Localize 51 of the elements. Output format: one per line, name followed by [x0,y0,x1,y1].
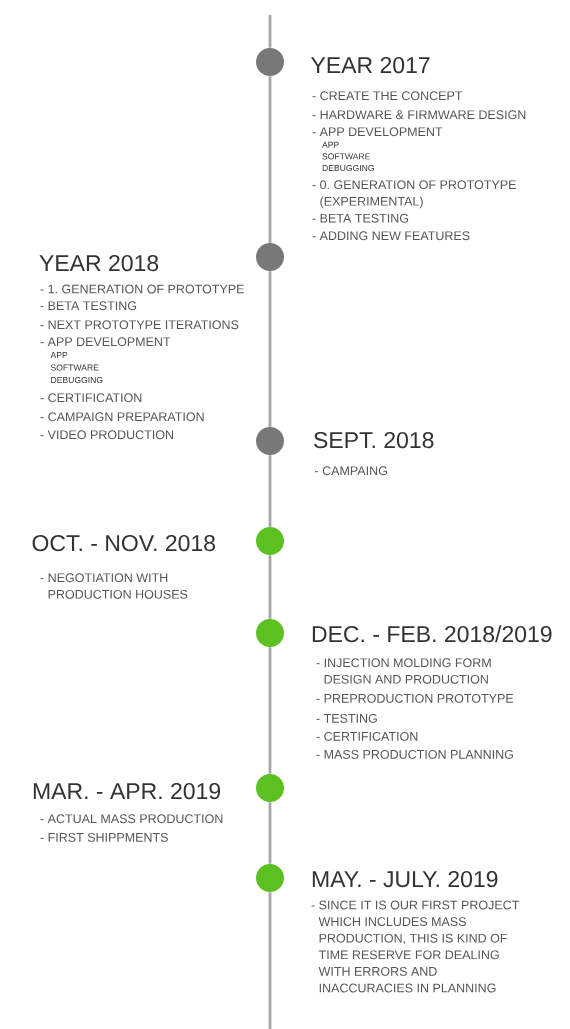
task-text: - TESTING [316,714,377,723]
task-text: - ADDING NEW FEATURES [312,231,470,241]
timeline-line [268,555,272,619]
task-text: - BETA TESTING [312,213,409,223]
milestone-dot [256,427,284,455]
task-text: - APP DEVELOPMENT [40,337,171,347]
task-text: - SINCE IT IS OUR FIRST PROJECT WHICH INCLUDES MASS PRODUCTION, THIS IS KIND OF TIME RESERVE FOR DEALING WITH ERRORS AND INACCURACIES IN PLANNING [311,900,520,993]
milestone-dot [256,864,284,892]
timeline-line [268,647,272,774]
task-text: - HARDWARE & FIRMWARE DESIGN [312,110,526,120]
timeline-line [268,15,272,48]
task-text: - CAMPAING [315,466,387,476]
timeline-line [268,76,272,243]
milestone-dot [256,48,284,76]
milestone-dot [256,619,284,647]
task-text: - CREATE THE CONCEPT [312,91,463,101]
task-text: - CERTIFICATION [316,732,418,741]
task-text: - 0. GENERATION OF PROTOTYPE (EXPERIMENTAL) [312,180,516,209]
task-text: - MASS PRODUCTION PLANNING [316,750,513,759]
task-text: - VIDEO PRODUCTION [40,430,173,440]
milestone-dot [256,527,284,555]
milestone-heading: YEAR 2018 [39,254,159,272]
subtask-text: SOFTWARE [50,364,99,371]
subtask-text: APP [322,141,339,148]
task-text: - FIRST SHIPPMENTS [40,833,168,842]
task-text: - NEXT PROTOTYPE ITERATIONS [40,320,239,330]
milestone-heading: MAY. - JULY. 2019 [312,870,498,888]
task-text: - BETA TESTING [40,301,137,311]
milestone-heading: MAR. - APR. 2019 [33,782,221,800]
milestone-dot [256,774,284,802]
task-text: - ACTUAL MASS PRODUCTION [40,814,223,824]
subtask-text: APP [50,352,68,358]
subtask-text: DEBUGGING [51,377,103,384]
milestone-dot [256,243,284,271]
timeline-line [268,802,272,864]
milestone-heading: DEC. - FEB. 2018/2019 [312,625,552,643]
milestone-heading: YEAR 2017 [311,56,430,74]
task-text: - NEGOTIATION WITH PRODUCTION HOUSES [40,573,188,599]
subtask-text: DEBUGGING [322,165,374,172]
task-text: - PREPRODUCTION PROTOTYPE [316,694,514,703]
timeline-line [268,271,272,427]
milestone-heading: SEPT. 2018 [314,431,434,449]
task-text: - CAMPAIGN PREPARATION [40,412,204,422]
timeline-line [268,455,272,527]
timeline-line [268,892,272,1029]
task-text: - INJECTION MOLDING FORM DESIGN AND PRODUCTION [316,658,491,684]
subtask-text: SOFTWARE [322,153,371,160]
task-text: - APP DEVELOPMENT [312,127,443,137]
milestone-heading: OCT. - NOV. 2018 [32,534,215,552]
task-text: - 1. GENERATION OF PROTOTYPE [40,284,244,294]
task-text: - CERTIFICATION [40,393,142,403]
